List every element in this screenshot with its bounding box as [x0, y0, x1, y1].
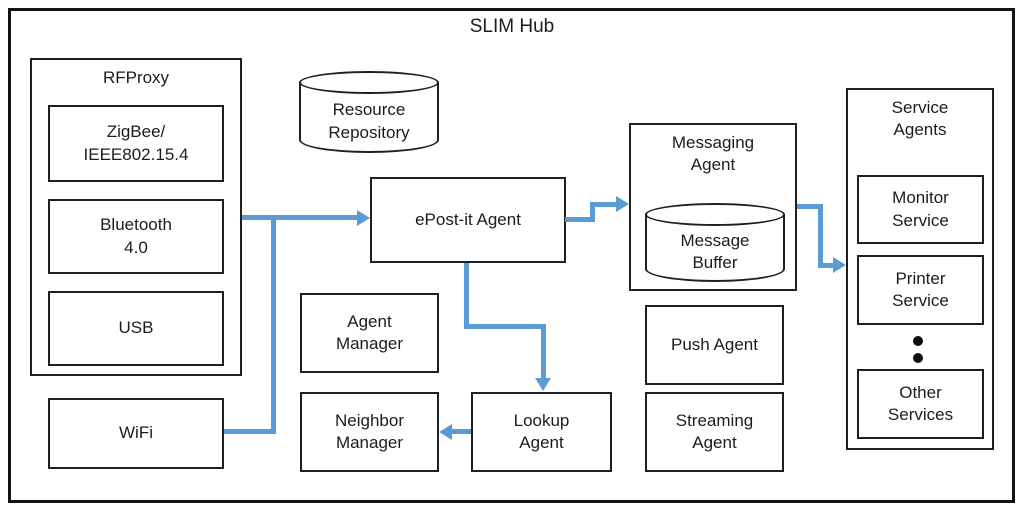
other-services-label: Other Services — [887, 382, 954, 424]
vertical-ellipsis-icon — [913, 353, 923, 363]
arrow-segment — [821, 263, 834, 268]
cylinder-top — [299, 71, 439, 94]
neighbor-manager-box: Neighbor Manager — [300, 392, 439, 472]
resource-repository-label: Resource Repository — [328, 100, 410, 142]
arrow-segment — [818, 204, 823, 268]
printer-service-box: Printer Service — [857, 255, 984, 325]
arrow-segment — [464, 324, 546, 329]
wifi-label: WiFi — [119, 423, 153, 443]
push-agent-label: Push Agent — [671, 334, 758, 354]
agent-manager-label: Agent Manager — [335, 311, 404, 353]
cylinder-top — [645, 203, 785, 226]
arrowhead-right-icon — [833, 257, 846, 273]
message-buffer-label: Message Buffer — [680, 230, 750, 272]
arrow-segment — [590, 202, 595, 222]
streaming-agent-box: Streaming Agent — [645, 392, 784, 472]
epostit-agent-box: ePost-it Agent — [370, 177, 566, 263]
bluetooth-label: Bluetooth 4.0 — [100, 215, 172, 257]
other-services-box: Other Services — [857, 369, 984, 439]
resource-repository-cylinder: Resource Repository — [299, 71, 439, 153]
message-buffer-cylinder: Message Buffer — [645, 203, 785, 282]
bluetooth-box: Bluetooth 4.0 — [48, 199, 224, 274]
usb-label: USB — [118, 318, 154, 338]
monitor-service-label: Monitor Service — [892, 188, 949, 230]
rfproxy-label: RFProxy — [102, 68, 170, 87]
arrow-segment — [593, 202, 617, 207]
arrow-segment — [242, 215, 358, 220]
diagram-title: SLIM Hub — [469, 16, 555, 37]
arrow-segment — [224, 429, 276, 434]
printer-service-label: Printer Service — [892, 268, 949, 310]
arrow-segment — [271, 217, 276, 434]
messaging-agent-label: Messaging Agent — [671, 133, 755, 175]
zigbee-label: ZigBee/ IEEE802.15.4 — [83, 122, 189, 164]
lookup-agent-box: Lookup Agent — [471, 392, 612, 472]
neighbor-manager-label: Neighbor Manager — [335, 410, 404, 452]
arrowhead-right-icon — [616, 196, 629, 212]
vertical-ellipsis-icon — [913, 336, 923, 346]
arrowhead-left-icon — [439, 424, 452, 440]
zigbee-box: ZigBee/ IEEE802.15.4 — [48, 105, 224, 182]
cylinder-body: Resource Repository — [299, 82, 439, 153]
arrow-segment — [541, 324, 546, 379]
arrow-segment — [797, 204, 823, 209]
lookup-agent-label: Lookup Agent — [513, 410, 570, 452]
streaming-agent-label: Streaming Agent — [675, 410, 754, 452]
arrow-segment — [464, 263, 469, 329]
monitor-service-box: Monitor Service — [857, 175, 984, 244]
usb-box: USB — [48, 291, 224, 366]
arrowhead-right-icon — [357, 210, 370, 226]
push-agent-box: Push Agent — [645, 305, 784, 385]
agent-manager-box: Agent Manager — [300, 293, 439, 373]
arrow-segment — [565, 217, 595, 222]
wifi-box: WiFi — [48, 398, 224, 469]
epostit-agent-label: ePost-it Agent — [415, 209, 521, 229]
arrowhead-down-icon — [535, 378, 551, 391]
arrow-segment — [452, 429, 471, 434]
service-agents-label: Service Agents — [891, 98, 949, 140]
